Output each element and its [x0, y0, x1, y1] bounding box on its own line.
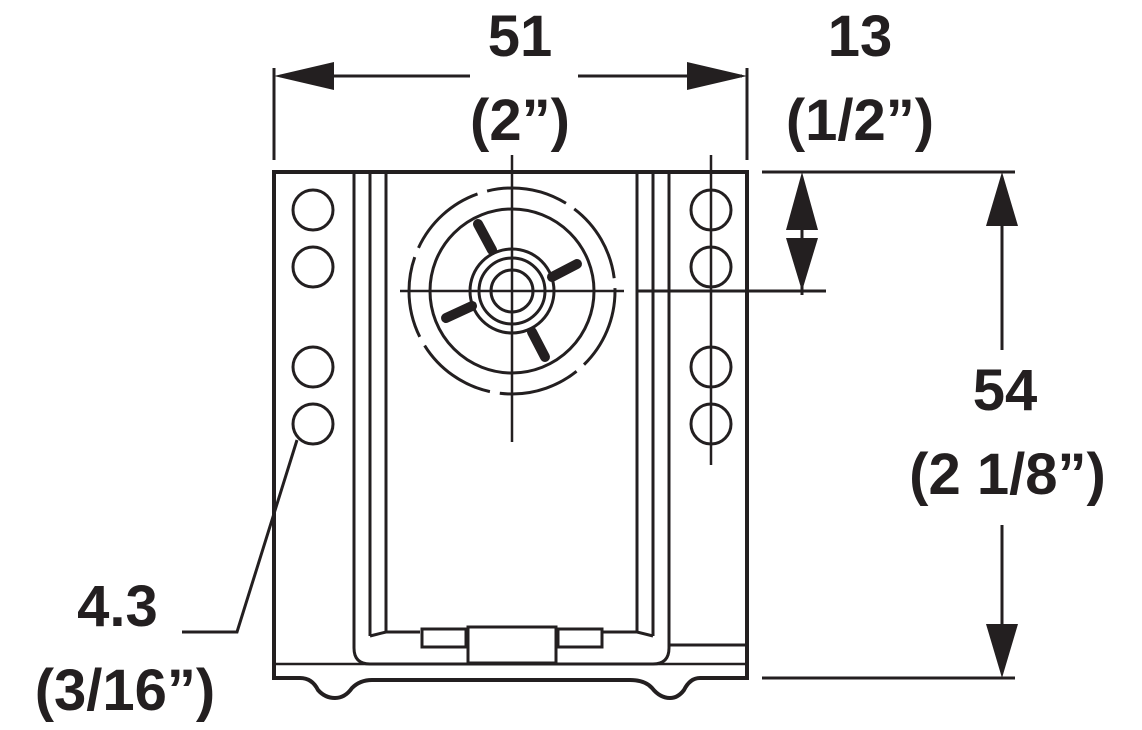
bracket-outline	[272, 170, 749, 701]
height-imperial-label: (2 1/8”)	[909, 442, 1106, 507]
offset-metric-label: 13	[827, 4, 893, 69]
hole-imperial-label: (3/16”)	[34, 658, 216, 723]
hole-metric-label: 4.3	[77, 574, 158, 639]
width-metric-label: 51	[487, 4, 553, 69]
offset-imperial-label: (1/2”)	[785, 88, 935, 153]
width-imperial-label: (2”)	[470, 88, 570, 153]
height-metric-label: 54	[972, 358, 1038, 423]
